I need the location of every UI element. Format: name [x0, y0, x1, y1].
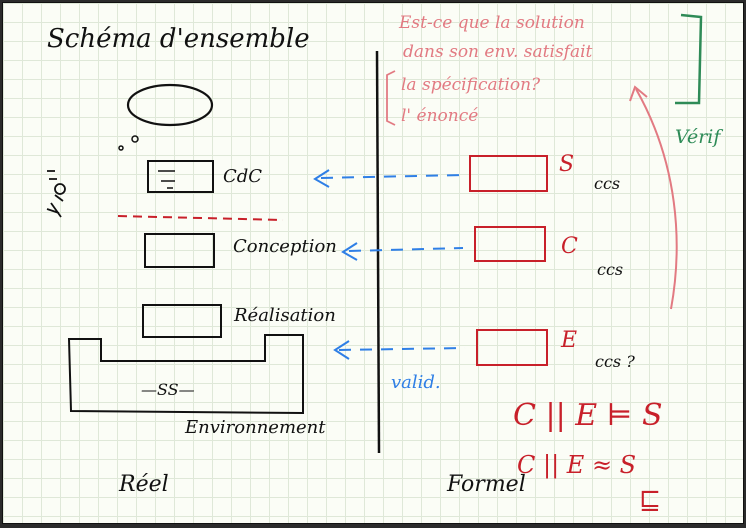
environment-label: Environnement: [184, 417, 326, 438]
spec-box: [469, 155, 548, 192]
valid-label: valid.: [391, 372, 441, 393]
question-line-2: dans son env. satisfait: [403, 42, 593, 62]
arrow-spec-to-cdc: [320, 174, 464, 179]
cdc-box-scribble: [158, 170, 175, 189]
formula-refines: ⊑: [639, 486, 661, 516]
environment-formal-label: E: [560, 328, 577, 353]
thought-bubble: [126, 83, 214, 127]
conception-box: [144, 233, 215, 268]
environment-formal-box: [476, 329, 548, 366]
ccs-environment: ccs ?: [595, 352, 635, 371]
formula-equivalent: C || E ≈ S: [517, 451, 636, 480]
cdc-label: CdC: [223, 166, 262, 187]
real-footer: Réel: [118, 472, 169, 497]
question-line-1: Est-ce que la solution: [398, 13, 585, 33]
arrow-head-environment: [333, 340, 350, 360]
thought-dot-2: [118, 145, 124, 151]
cdc-box: [147, 160, 214, 193]
formal-footer: Formel: [446, 472, 526, 497]
person-icon: [46, 170, 66, 218]
question-arrow: [635, 88, 678, 310]
ccs-spec: ccs: [594, 174, 620, 193]
ccs-component: ccs: [597, 260, 623, 279]
formula-satisfies: C || E ⊨ S: [513, 398, 663, 433]
realisation-box: [142, 304, 222, 338]
arrow-head-cdc: [313, 169, 330, 188]
realisation-label: Réalisation: [233, 305, 336, 326]
arrow-head-conception: [341, 242, 358, 261]
environment-shape: [67, 334, 304, 415]
real-formal-divider: [375, 50, 381, 454]
spec-box-label: S: [559, 152, 574, 177]
question-arrow-head: [629, 85, 648, 102]
diagram-title: Schéma d'ensemble: [47, 24, 310, 54]
component-box: [474, 226, 546, 262]
question-line-4: l' énoncé: [401, 106, 478, 126]
conception-label: Conception: [233, 236, 337, 257]
arrow-c-to-conception: [348, 247, 464, 252]
diagram-svg: Schéma d'ensemble CdC Conception Réalisa…: [46, 13, 723, 516]
verif-bracket: [675, 13, 703, 105]
environment-inner-mark: —SS—: [141, 380, 195, 399]
arrow-e-to-environment: [338, 347, 466, 351]
verif-label: Vérif: [675, 126, 723, 148]
verification-question: Est-ce que la solution dans son env. sat…: [386, 13, 678, 310]
red-dashed-separator: [117, 215, 284, 221]
thought-dot-1: [131, 135, 139, 143]
question-bracket: [386, 70, 396, 126]
component-box-label: C: [561, 234, 578, 259]
question-line-3: la spécification?: [401, 75, 541, 95]
